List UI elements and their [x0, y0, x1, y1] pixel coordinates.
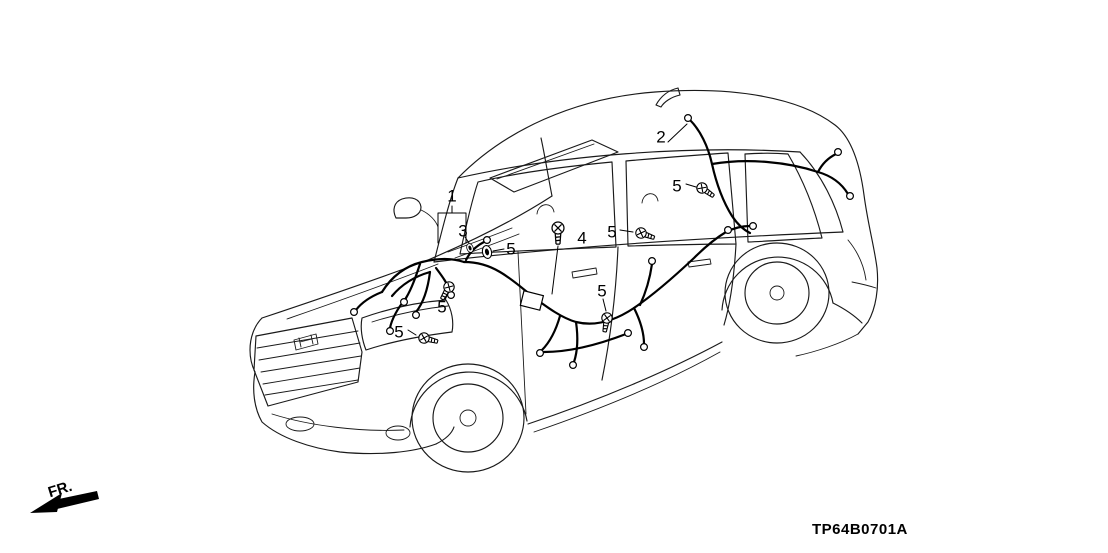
callout-1: 1	[447, 186, 457, 206]
callout-4: 4	[577, 228, 587, 248]
bolt-icon-4	[551, 221, 565, 245]
car-body-outline	[249, 87, 879, 455]
car-wheels	[411, 242, 830, 473]
callout-leader-lines	[407, 123, 697, 336]
callout-5-dash: 5	[437, 297, 447, 317]
callout-5-floor: 5	[597, 281, 607, 301]
callout-2: 2	[656, 127, 666, 147]
diagram-part-code: TP64B0701A	[812, 521, 908, 538]
callout-3: 3	[458, 221, 468, 241]
wire-harness	[350, 113, 854, 370]
car-windows	[459, 152, 823, 255]
callout-5-front: 5	[394, 322, 404, 342]
callout-5-cowl: 5	[506, 239, 516, 259]
bolt-icon-5b	[633, 225, 657, 244]
callout-5-bpillar: 5	[607, 222, 617, 242]
callout-5-roof: 5	[672, 176, 682, 196]
fr-direction-arrow-icon	[30, 491, 99, 513]
bolt-icon-5a	[694, 180, 718, 201]
